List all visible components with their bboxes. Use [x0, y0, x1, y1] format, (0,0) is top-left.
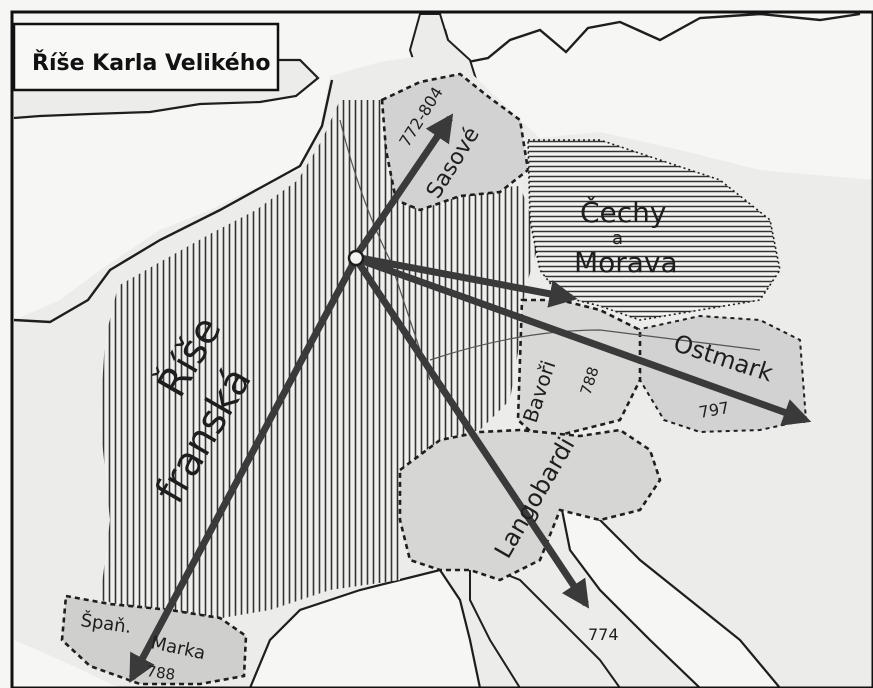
arrow-to-ostmark	[358, 256, 812, 426]
bohemia-line1: Čechy	[580, 195, 667, 229]
lombards-area	[398, 428, 662, 582]
map-title: Říše Karla Velikého	[32, 50, 271, 76]
frankish-realm-area	[100, 100, 540, 620]
bohemia-line2: a	[612, 228, 623, 249]
bohemia-line3: Morava	[574, 246, 678, 279]
map-frame	[10, 10, 873, 688]
river-rhine	[339, 119, 431, 381]
arrow-to-lombards	[355, 260, 590, 609]
atlantic-coastline	[13, 79, 334, 324]
italy-peninsula	[469, 558, 622, 688]
river-danube	[429, 329, 761, 361]
bohemia-label: Čechy a Morava	[574, 195, 678, 279]
saxons-area	[380, 72, 530, 212]
arrow-to-spanish-march	[128, 260, 358, 683]
bohemia-moravia-area	[527, 139, 781, 321]
arrow-to-saxons	[353, 113, 454, 258]
arrow-to-bohemia	[359, 254, 578, 308]
aachen-marker	[347, 249, 365, 267]
lombards-year: 774	[588, 625, 619, 644]
spanish-march-year: 788	[145, 662, 176, 684]
bavaria-area	[516, 298, 642, 442]
conquest-arrows	[128, 113, 812, 683]
title-box	[12, 22, 280, 92]
adriatic-sea	[558, 498, 782, 688]
mediterranean-sea-west	[248, 568, 482, 688]
